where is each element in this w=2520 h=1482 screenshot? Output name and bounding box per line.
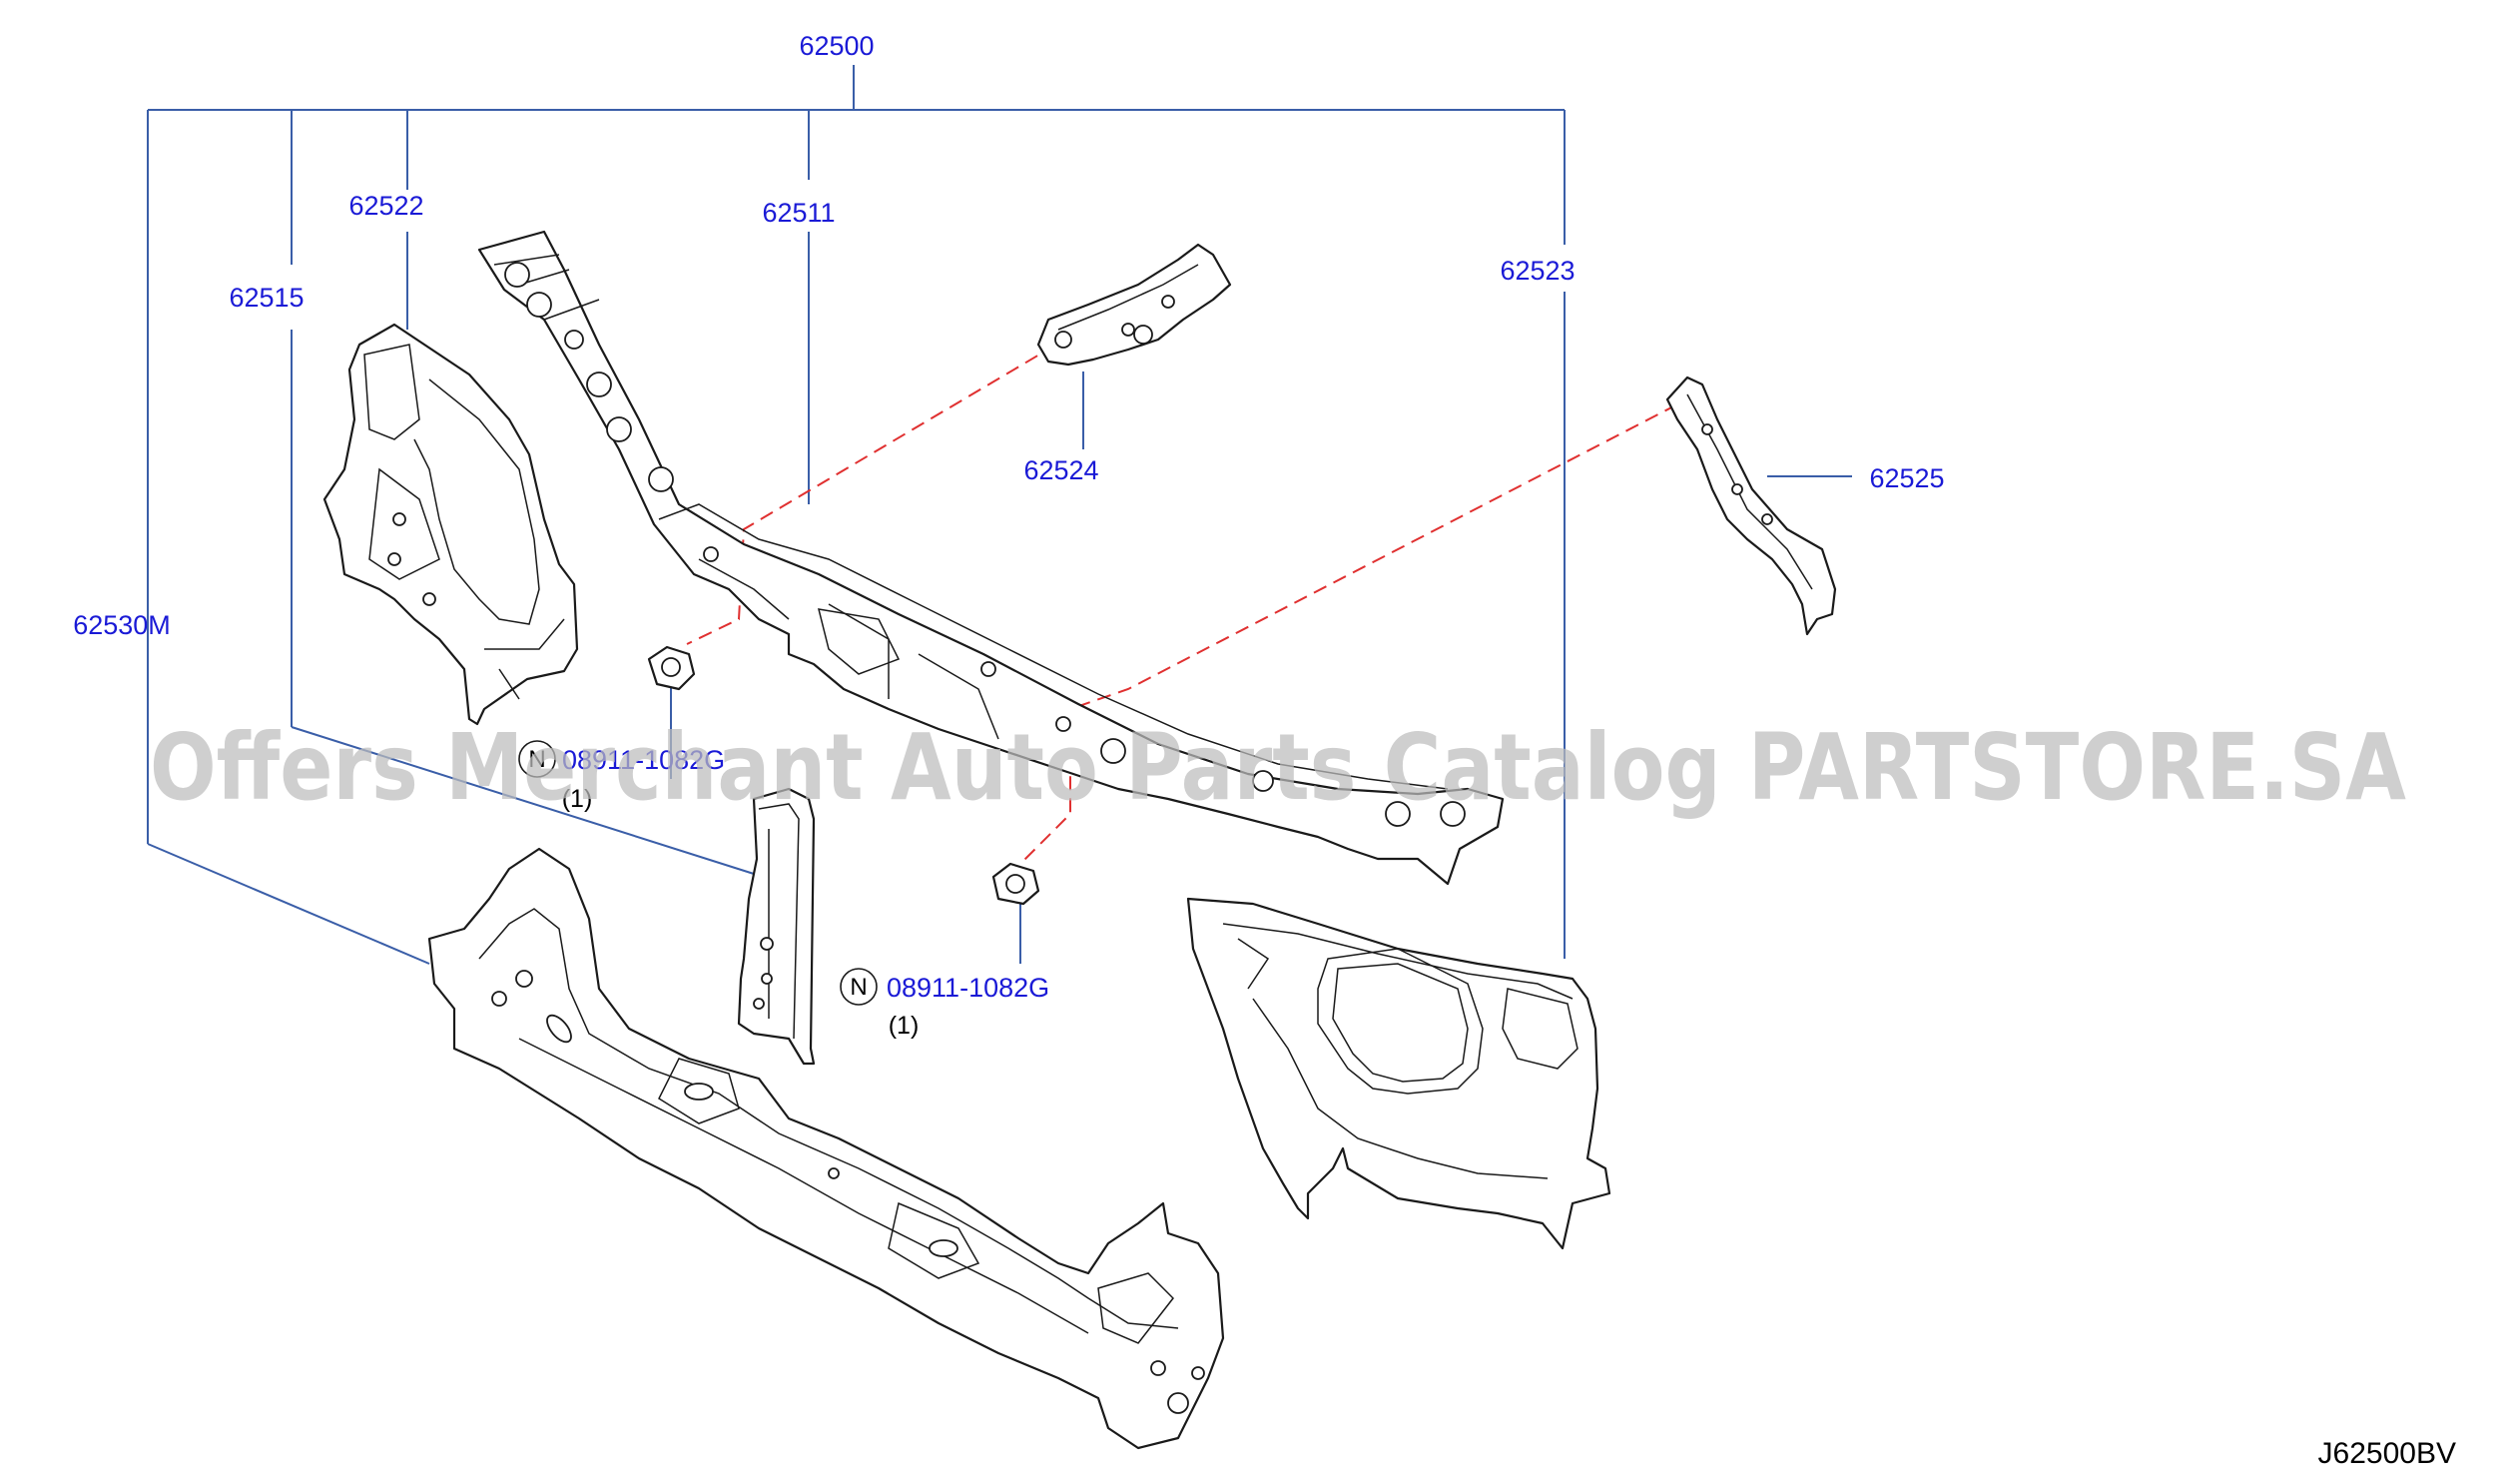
- callout-62530M: 62530M: [73, 610, 171, 640]
- callout-62524: 62524: [1023, 455, 1098, 485]
- fastener-callout-1: N 08911-1082G (1): [518, 740, 725, 813]
- upper-support-holes: [504, 262, 1466, 827]
- fastener-quantity: (1): [889, 1012, 920, 1040]
- callout-62522: 62522: [348, 191, 423, 221]
- nut-fastener-1: [647, 645, 696, 691]
- left-stay-62515: [737, 787, 816, 1066]
- right-side-panel-62523: [1186, 897, 1611, 1250]
- callout-62511: 62511: [762, 198, 835, 228]
- center-bracket-62524: [1036, 243, 1232, 367]
- callout-62515: 62515: [229, 283, 304, 313]
- watermark: Offers Merchant Auto Parts Catalog PARTS…: [150, 714, 2406, 821]
- callout-62523: 62523: [1500, 256, 1575, 286]
- diagram-code: J62500BV: [2318, 1437, 2456, 1470]
- fastener-part-number: 08911-1082G: [562, 745, 725, 775]
- lower-support-holes: [491, 970, 1205, 1414]
- svg-text:N: N: [850, 974, 867, 1001]
- fastener-part-number: 08911-1082G: [887, 973, 1049, 1003]
- right-bracket-62525: [1665, 375, 1837, 636]
- nut-fastener-2: [991, 862, 1040, 906]
- callout-62525: 62525: [1869, 463, 1944, 493]
- lower-support-62530M: [427, 847, 1225, 1450]
- fastener-callout-2: N 08911-1082G (1): [840, 968, 1049, 1040]
- upper-support-62511: [477, 230, 1505, 886]
- leader-lines: [147, 65, 1852, 965]
- new-part-badge: [840, 968, 878, 1006]
- new-part-badge: [518, 740, 556, 778]
- callout-labels: 62500 62522 62511 62515 62523 62524 6252…: [73, 31, 1944, 640]
- svg-text:N: N: [528, 746, 545, 773]
- fastener-quantity: (1): [562, 785, 593, 813]
- left-side-panel-62522: [322, 323, 579, 726]
- callout-62500: 62500: [799, 31, 874, 61]
